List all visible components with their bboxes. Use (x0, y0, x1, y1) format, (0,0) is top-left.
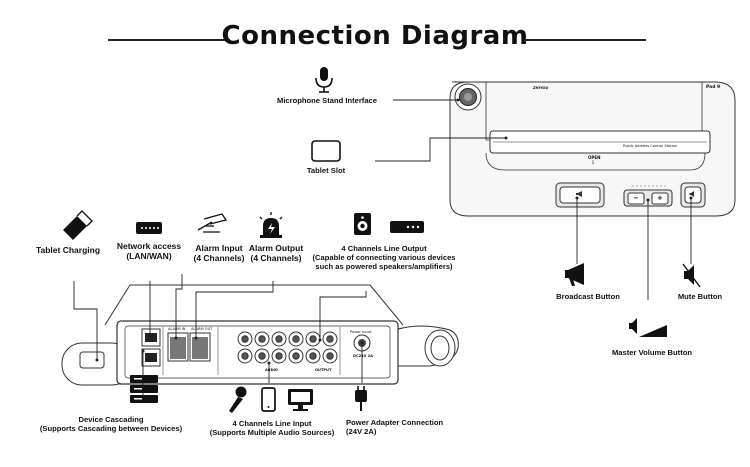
mute-icon (682, 263, 701, 288)
server-stack-icon (130, 375, 158, 403)
volume-minus: − (633, 194, 639, 202)
alarm-out-label: ALARM OUT (191, 327, 213, 331)
handheld-mic-icon (229, 386, 247, 413)
diagram-title: Connection Diagram (221, 21, 529, 51)
device-cascading-line2: (Supports Cascading between Devices) (39, 424, 183, 433)
alarm-in-label: ALARM IN (168, 327, 186, 331)
hand-press-icon (197, 213, 228, 233)
line-output-line3: such as powered speakers/amplifiers) (315, 262, 453, 271)
title-rule-left (108, 39, 230, 41)
usb-drive-icon (63, 210, 93, 240)
tablet-charging-label: Tablet Charging (35, 245, 101, 255)
power-plug-icon (355, 386, 367, 411)
line-output-line1: 4 Channels Line Output (341, 244, 427, 253)
monitor-icon (288, 389, 313, 411)
title-rule-right (524, 39, 646, 41)
microphone-stand-socket[interactable] (454, 83, 482, 111)
rear-unit (61, 284, 459, 386)
power-adapter-label: Power Adapter Connection (24V 2A) (346, 418, 456, 436)
rca-jacks[interactable] (237, 331, 338, 364)
microphone-icon (315, 67, 333, 93)
alarm-light-icon (259, 212, 283, 238)
master-volume-label: Master Volume Button (611, 348, 693, 357)
broadcast-button-label: Broadcast Button (556, 292, 620, 301)
panel-brand: ZHIYOU (533, 86, 549, 90)
power-input-label: Power Input (350, 330, 372, 334)
line-output-line2: (Capable of connecting various devices (312, 253, 456, 262)
megaphone-icon (565, 263, 584, 286)
amplifier-icon (390, 221, 424, 233)
line-input-line1: 4 Channels Line Input (232, 419, 312, 428)
alarm-terminal-blocks[interactable] (167, 332, 211, 362)
network-access-line1: Network access (116, 241, 182, 251)
mute-button-label: Mute Button (677, 292, 723, 301)
alarm-input-line2: (4 Channels) (193, 253, 245, 263)
volume-icon (629, 318, 667, 337)
router-icon (136, 222, 162, 234)
slot-caption: Public Address Control Station (623, 144, 678, 148)
phone-icon (261, 387, 276, 412)
volume-plus: + (657, 194, 663, 202)
output-label: OUTPUT (315, 368, 332, 372)
control-panel (449, 81, 736, 217)
alarm-output-line2: (4 Channels) (250, 253, 302, 263)
open-label: OPEN (588, 155, 601, 160)
power-spec-label: DC24V 2A (353, 354, 373, 358)
network-access-line2: (LAN/WAN) (126, 251, 172, 261)
power-adapter-line1: Power Adapter Connection (346, 418, 444, 427)
tablet-slot-label: Tablet Slot (306, 166, 346, 175)
alarm-output-label: Alarm Output (4 Channels) (245, 243, 307, 263)
network-ports[interactable] (141, 328, 161, 367)
panel-model: Pad 9 (706, 85, 721, 90)
audio-label: AUDIO (265, 368, 278, 372)
open-arrow: ⇩ (591, 160, 596, 166)
line-output-label: 4 Channels Line Output (Capable of conne… (304, 244, 464, 271)
device-cascading-line1: Device Cascading (78, 415, 144, 424)
alarm-input-line1: Alarm Input (195, 243, 243, 253)
power-adapter-line2: (24V 2A) (346, 427, 377, 436)
microphone-stand-label: Microphone Stand Interface (277, 96, 377, 105)
broadcast-button-hw[interactable] (555, 182, 605, 208)
mute-button-hw[interactable] (680, 182, 706, 208)
tablet-icon (311, 140, 341, 162)
master-volume-button-hw[interactable] (623, 189, 673, 207)
device-cascading-label: Device Cascading (Supports Cascading bet… (36, 415, 186, 433)
title-block: Connection Diagram (0, 18, 750, 58)
alarm-output-line1: Alarm Output (248, 243, 304, 253)
tablet-slot[interactable] (489, 130, 711, 154)
network-access-label: Network access (LAN/WAN) (112, 241, 186, 261)
line-input-label: 4 Channels Line Input (Supports Multiple… (202, 419, 342, 437)
alarm-input-label: Alarm Input (4 Channels) (188, 243, 250, 263)
speaker-icon (354, 213, 371, 235)
line-input-line2: (Supports Multiple Audio Sources) (209, 428, 335, 437)
